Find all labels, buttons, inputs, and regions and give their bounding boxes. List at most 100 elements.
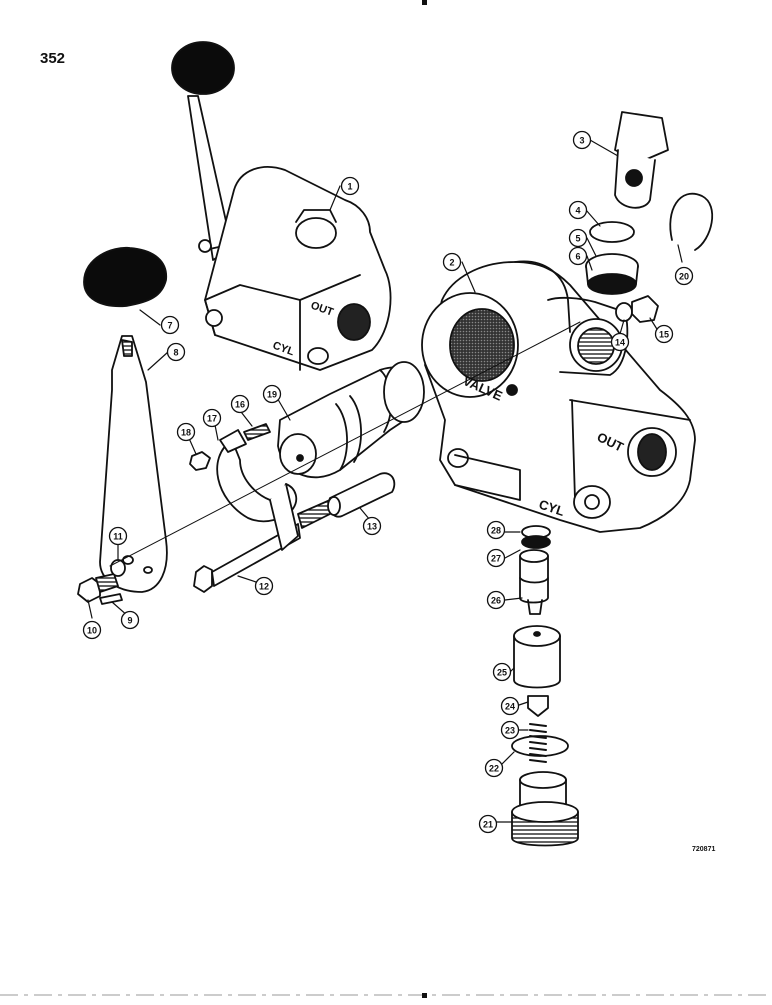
callout-12: 12 (254, 576, 274, 596)
callout-circle (486, 548, 506, 568)
assembly-centerline (109, 321, 581, 567)
callout-6: 6 (568, 246, 588, 266)
nut-18 (189, 451, 211, 471)
callout-circle (262, 384, 282, 404)
callout-circle (176, 422, 196, 442)
screw-16 (243, 423, 271, 441)
callout-18: 18 (176, 422, 196, 442)
relief-valve-plug (614, 111, 669, 209)
callout-13: 13 (362, 516, 382, 536)
registration-mark-top (422, 0, 427, 5)
backup-ring-27 (521, 535, 551, 549)
callout-circle (254, 576, 274, 596)
valve-body-exploded (421, 260, 696, 533)
callout-24: 24 (500, 696, 520, 716)
callout-14: 14 (610, 332, 630, 352)
callout-circle (362, 516, 382, 536)
callout-circle (568, 200, 588, 220)
spring-23 (529, 723, 547, 763)
callout-11: 11 (108, 526, 128, 546)
callout-circle (674, 266, 694, 286)
callout-15: 15 (654, 324, 674, 344)
page-number: 352 (40, 50, 66, 67)
callout-circle (572, 130, 592, 150)
callout-circle (486, 520, 506, 540)
callout-circle (568, 246, 588, 266)
control-knob-7 (83, 246, 167, 308)
callout-circle (654, 324, 674, 344)
callout-27: 27 (486, 548, 506, 568)
callout-circle (442, 252, 462, 272)
callout-number: 5 (575, 234, 580, 244)
callout-17: 17 (202, 408, 222, 428)
callout-number: 1 (347, 182, 352, 192)
registration-mark-bottom (422, 993, 427, 998)
callout-20: 20 (674, 266, 694, 286)
spool-19 (277, 361, 425, 479)
callout-number: 24 (505, 702, 515, 712)
callout-3: 3 (572, 130, 592, 150)
callout-circle (484, 758, 504, 778)
callout-number: 22 (489, 764, 499, 774)
callout-number: 16 (235, 400, 245, 410)
callout-16: 16 (230, 394, 250, 414)
plunger-26 (519, 549, 549, 615)
callout-22: 22 (484, 758, 504, 778)
callout-23: 23 (500, 720, 520, 740)
callout-circle (500, 720, 520, 740)
callout-9: 9 (120, 610, 140, 630)
figure-id: 720871 (692, 846, 716, 853)
callout-number: 14 (615, 338, 625, 348)
callout-circle (492, 662, 512, 682)
callout-circle (160, 315, 180, 335)
callout-number: 28 (491, 526, 501, 536)
callout-5: 5 (568, 228, 588, 248)
callout-number: 27 (491, 554, 501, 564)
o-ring-22 (511, 735, 569, 757)
callout-number: 26 (491, 596, 501, 606)
callout-number: 8 (173, 348, 178, 358)
callout-circle (478, 814, 498, 834)
callout-2: 2 (442, 252, 462, 272)
callout-circle (568, 228, 588, 248)
assembled-valve (171, 41, 392, 371)
callout-number: 6 (575, 252, 580, 262)
valve-body-assembled (204, 166, 392, 371)
callout-circle (230, 394, 250, 414)
callout-25: 25 (492, 662, 512, 682)
callout-circle (120, 610, 140, 630)
snap-ring-20 (669, 192, 713, 251)
callout-circle (202, 408, 222, 428)
callout-number: 13 (367, 522, 377, 532)
callout-number: 10 (87, 626, 97, 636)
callout-number: 3 (579, 136, 584, 146)
callout-number: 20 (679, 272, 689, 282)
callout-8: 8 (166, 342, 186, 362)
callout-circle (486, 590, 506, 610)
check-poppet-24 (527, 695, 549, 717)
callout-number: 17 (207, 414, 217, 424)
callout-19: 19 (262, 384, 282, 404)
callout-circle (500, 696, 520, 716)
callout-number: 9 (127, 616, 132, 626)
callout-4: 4 (568, 200, 588, 220)
callout-circle (166, 342, 186, 362)
callout-number: 2 (449, 258, 454, 268)
callout-circle (82, 620, 102, 640)
callout-7: 7 (160, 315, 180, 335)
pin-9 (99, 593, 123, 605)
callout-number: 11 (113, 532, 123, 542)
callout-number: 4 (575, 206, 580, 216)
callout-10: 10 (82, 620, 102, 640)
callout-number: 12 (259, 582, 269, 592)
callout-number: 19 (267, 390, 277, 400)
callout-1: 1 (340, 176, 360, 196)
nut-15 (631, 295, 659, 323)
control-knob-top (171, 41, 235, 95)
piston-25 (513, 625, 561, 689)
callout-number: 15 (659, 330, 669, 340)
callout-circle (108, 526, 128, 546)
bolt-12 (193, 565, 213, 593)
